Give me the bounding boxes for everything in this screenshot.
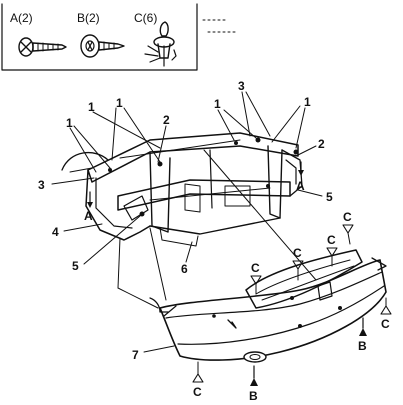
part-callouts: 1 1 1 1 1 2 2 3 3 4 5 5 6 7 <box>38 79 333 362</box>
marker-letter: B <box>249 389 258 403</box>
callout-1: 1 <box>88 100 95 114</box>
fastener-marker-c-top-4: C <box>342 210 354 245</box>
callout-4: 4 <box>52 225 59 239</box>
fastener-marker-c-top-2: C <box>292 246 304 281</box>
fastener-marker-b-bottom: B <box>249 365 258 403</box>
callout-1: 1 <box>116 96 123 110</box>
callout-6: 6 <box>181 262 188 276</box>
legend-label-b: B(2) <box>77 11 100 25</box>
leader-lines <box>51 91 323 353</box>
plastic-clip-icon <box>144 21 177 67</box>
bumper-cover <box>149 249 387 363</box>
callout-7: 7 <box>132 348 139 362</box>
callout-2: 2 <box>318 137 325 151</box>
marker-letter: C <box>193 385 202 399</box>
fastener-marker-c-top-1: C <box>250 261 262 295</box>
callout-3: 3 <box>38 178 45 192</box>
fastener-marker-a-left: A <box>84 191 93 223</box>
callout-1: 1 <box>304 95 311 109</box>
marker-letter: C <box>293 246 302 260</box>
fastener-legend: A(2) B(2) C(6) <box>1 3 236 71</box>
marker-letter: C <box>251 261 260 275</box>
marker-letter: C <box>343 210 352 224</box>
marker-letter: A <box>296 179 305 193</box>
fastener-marker-a-right: A <box>296 161 305 193</box>
callout-5: 5 <box>72 259 79 273</box>
legend-label-c: C(6) <box>134 11 157 25</box>
marker-letter: A <box>84 209 93 223</box>
washer-screw-icon <box>80 34 125 58</box>
legend-label-a: A(2) <box>10 11 33 25</box>
callout-2: 2 <box>163 113 170 127</box>
callout-1: 1 <box>214 97 221 111</box>
fastener-marker-b-right: B <box>358 317 367 353</box>
fastener-marker-c-right: C <box>380 297 392 331</box>
upper-beam-assembly <box>61 132 303 247</box>
callout-3: 3 <box>238 79 245 93</box>
fastener-marker-c-bottom: C <box>192 361 204 399</box>
marker-letter: C <box>381 317 390 331</box>
flat-head-screw-icon <box>18 37 67 57</box>
marker-letter: C <box>327 233 336 247</box>
fastener-markers: A A C C C C <box>84 161 392 403</box>
callout-5: 5 <box>326 190 333 204</box>
fastener-marker-c-top-3: C <box>326 233 338 267</box>
callout-1: 1 <box>66 116 73 130</box>
marker-letter: B <box>358 339 367 353</box>
